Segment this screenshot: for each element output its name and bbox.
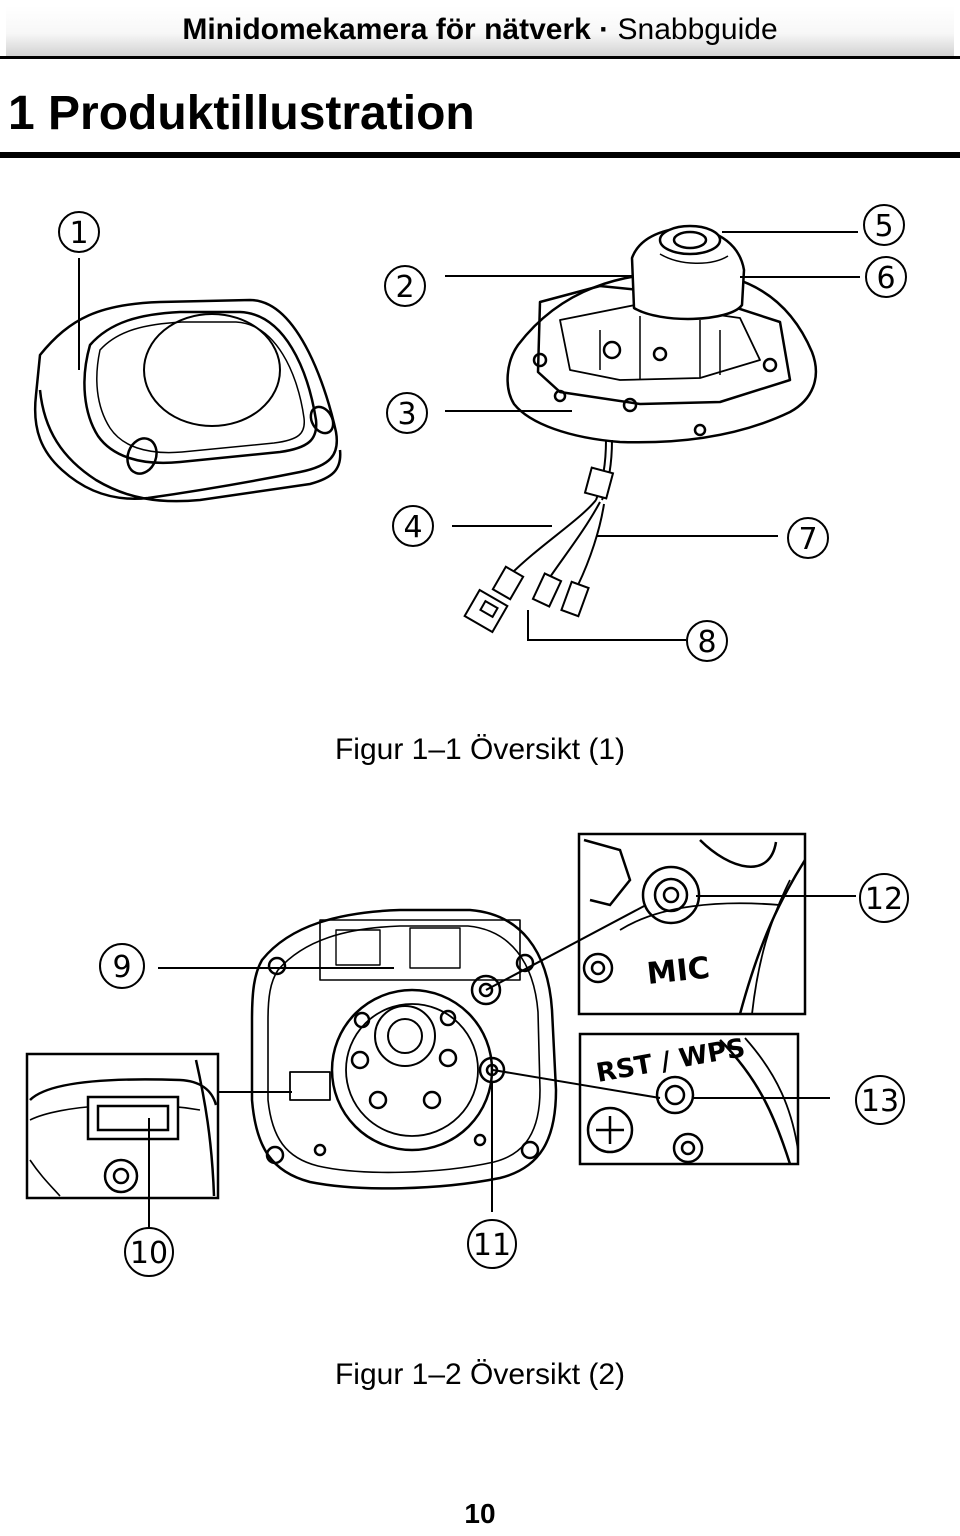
figure-overview-1: 1 2 3 4 5 6 7 8 [0, 190, 960, 670]
svg-text:13: 13 [861, 1084, 899, 1119]
figure-overview-2: MIC RST / WPS [0, 826, 960, 1286]
svg-text:9: 9 [112, 950, 131, 985]
dome-cover-drawing [33, 298, 342, 503]
leader-lines-1 [78, 231, 860, 641]
svg-text:5: 5 [874, 209, 893, 244]
figure-caption-1: Figur 1–1 Översikt (1) [334, 733, 626, 766]
svg-text:4: 4 [403, 510, 422, 545]
open-camera-drawing [250, 908, 558, 1190]
svg-text:1: 1 [69, 216, 88, 251]
svg-text:2: 2 [395, 270, 414, 305]
svg-text:3: 3 [397, 397, 416, 432]
svg-text:6: 6 [876, 261, 895, 296]
figure-caption-2: Figur 1–2 Översikt (2) [334, 1358, 626, 1391]
callout-1: 1 [58, 211, 100, 253]
inset-mic: MIC [577, 832, 807, 1016]
camera-body-drawing [506, 224, 818, 444]
callout-2: 2 [384, 265, 426, 307]
svg-text:12: 12 [865, 882, 903, 917]
camera-interior-illustration: MIC RST / WPS [25, 832, 909, 1277]
callout-6: 6 [865, 256, 907, 298]
callout-3: 3 [386, 392, 428, 434]
section-title: 1 Produktillustration [8, 87, 475, 140]
callout-13: 13 [855, 1075, 905, 1125]
section-rule [0, 152, 960, 158]
svg-text:7: 7 [798, 522, 817, 557]
header-separator: · [599, 13, 610, 46]
svg-text:8: 8 [697, 625, 716, 660]
callout-9: 9 [99, 943, 145, 989]
leader-lines-2 [148, 895, 856, 1228]
header-rule [0, 56, 960, 59]
header-guide: Snabbguide [617, 13, 778, 46]
callouts-1: 1 2 3 4 5 6 7 8 [58, 204, 907, 662]
header-product: Minidomekamera för nätverk [182, 13, 591, 46]
svg-text:10: 10 [130, 1236, 168, 1271]
callout-11: 11 [467, 1219, 517, 1269]
callouts-2: 9 10 11 12 13 [99, 873, 909, 1277]
camera-exploded-illustration: 1 2 3 4 5 6 7 8 [33, 204, 907, 662]
callout-10: 10 [124, 1227, 174, 1277]
callout-8: 8 [686, 620, 728, 662]
callout-5: 5 [863, 204, 905, 246]
svg-text:11: 11 [473, 1228, 511, 1263]
callout-7: 7 [787, 517, 829, 559]
page-number: 10 [464, 1498, 496, 1529]
header-band [6, 6, 954, 56]
callout-12: 12 [859, 873, 909, 923]
cable-harness-drawing [463, 439, 615, 634]
callout-4: 4 [392, 505, 434, 547]
inset-sd-slot [25, 1052, 220, 1200]
running-header: Minidomekamera för nätverk · Snabbguide [0, 12, 960, 48]
mic-label: MIC [645, 951, 711, 992]
